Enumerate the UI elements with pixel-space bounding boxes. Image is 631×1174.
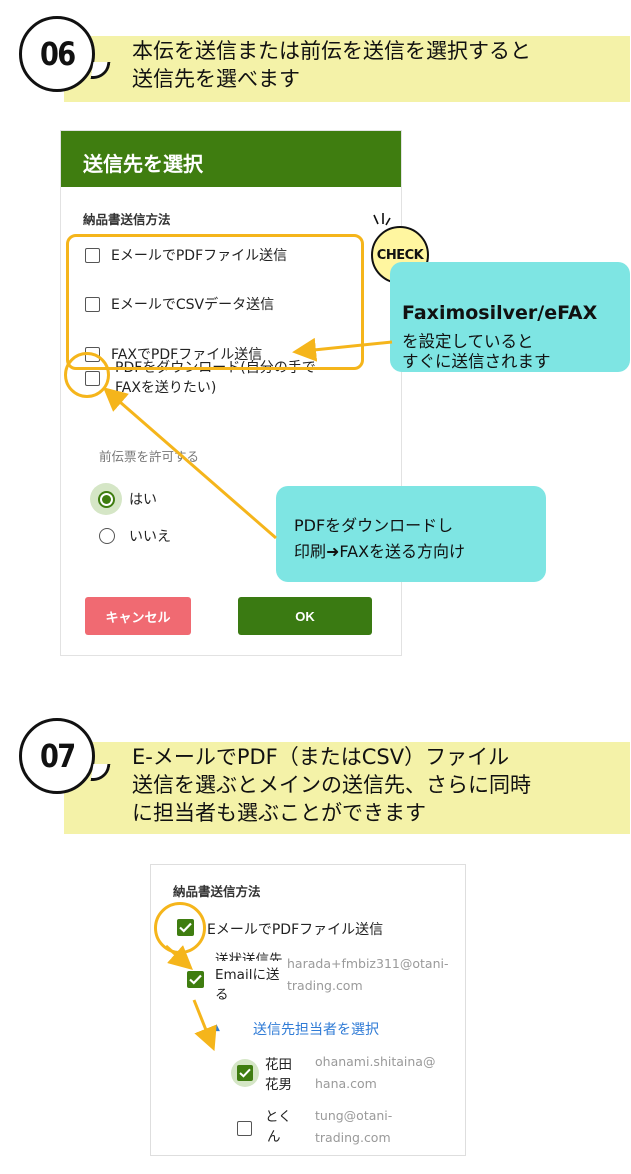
contact-1-name-line1: 花田 [265, 1057, 292, 1073]
dialog-title: 送信先を選択 [83, 152, 203, 176]
send-label-line1: 送状送信先 [215, 952, 283, 961]
step-06-banner [64, 36, 630, 102]
pdf-download-label-line2: FAXを送りたい) [115, 380, 217, 396]
contact-2-checkbox[interactable] [237, 1121, 252, 1136]
check-icon [239, 1068, 251, 1078]
send-email-line2: trading.com [287, 978, 363, 993]
prev-slip-label: 前伝票を許可する [99, 449, 200, 464]
email-pdf-label: EメールでPDFファイル送信 [111, 248, 288, 264]
cancel-button[interactable]: キャンセル [85, 597, 191, 635]
step-06-number: 06 [39, 35, 76, 73]
send-email-line1: harada+fmbiz311@otani- [287, 956, 449, 971]
contact-2-name-line1: とく [265, 1109, 292, 1125]
pdf-callout-line2: 印刷➜FAXを送る方向け [294, 542, 466, 561]
pdf-callout: PDFをダウンロードし 印刷➜FAXを送る方向け [276, 486, 546, 582]
options-highlight-frame [66, 234, 364, 370]
select-destination-dialog: 送信先を選択 納品書送信方法 EメールでPDFファイル送信 EメールでCSVデー… [60, 130, 402, 656]
radio-yes-label: はい [129, 492, 157, 508]
step-07-number-circle: 07 [19, 718, 95, 794]
step-06-number-circle: 06 [19, 16, 95, 92]
radio-no-label: いいえ [129, 529, 171, 545]
fax-callout-line1: を設定していると [402, 332, 534, 351]
select-contact-link[interactable]: 送信先担当者を選択 [253, 1022, 379, 1038]
dialog2-section-label: 納品書送信方法 [173, 884, 261, 899]
step-07-line2: 送信を選ぶとメインの送信先、さらに同時 [132, 773, 531, 797]
step-06-line2: 送信先を選べます [132, 67, 300, 91]
contact-1-email-line1: ohanami.shitaina@ [315, 1054, 436, 1069]
email-destination-panel: 納品書送信方法 EメールでPDFファイル送信 送状送信先 Emailに送 る h… [150, 864, 466, 1156]
contact-2-email-line2: trading.com [315, 1130, 391, 1145]
step-07-number: 07 [39, 737, 76, 775]
email-csv-checkbox[interactable] [85, 297, 100, 312]
fax-callout-title: Faximosilver/eFAX [402, 302, 598, 324]
contact-2-name-line2: ん [267, 1129, 281, 1145]
contact-1-checkbox-box [237, 1065, 253, 1081]
step-07-banner [64, 742, 630, 834]
check-sparkle [370, 212, 392, 228]
pdf-callout-line1: PDFをダウンロードし [294, 516, 454, 535]
email-pdf-checked-label: EメールでPDFファイル送信 [207, 922, 384, 938]
ok-button[interactable]: OK [238, 597, 372, 635]
collapse-caret-icon[interactable]: ▲ [213, 1023, 220, 1033]
radio-yes-dot [101, 494, 111, 504]
fax-callout-line2: すぐに送信されます [402, 352, 551, 371]
dialog-title-bar: 送信先を選択 [61, 131, 401, 187]
radio-yes-indicator [97, 490, 115, 508]
check-icon [189, 974, 202, 985]
send-label-line3: る [215, 987, 229, 1003]
contact-1-name-line2: 花男 [265, 1077, 292, 1093]
step-07-line1: E-メールでPDF（またはCSV）ファイル [132, 745, 510, 769]
contact-1-email-line2: hana.com [315, 1076, 377, 1091]
check-badge-text: CHECK [376, 247, 424, 263]
contact-1-checkbox[interactable] [231, 1059, 259, 1087]
email-csv-label: EメールでCSVデータ送信 [111, 297, 275, 313]
radio-yes[interactable] [90, 483, 122, 515]
send-shipping-email-checkbox[interactable] [187, 971, 204, 988]
download-checkbox-highlight-ring [64, 352, 110, 398]
step-07-line3: に担当者も選ぶことができます [132, 801, 426, 825]
fax-callout: Faximosilver/eFAX を設定していると すぐに送信されます [390, 262, 630, 372]
email-pdf-checkbox[interactable] [85, 248, 100, 263]
step-06-line1: 本伝を送信または前伝を送信を選択すると [132, 39, 531, 63]
delivery-method-label: 納品書送信方法 [83, 212, 171, 227]
fax-pdf-label: FAXでPDFファイル送信 [111, 347, 263, 363]
radio-no[interactable] [99, 528, 115, 544]
email-pdf-highlight-ring [154, 902, 206, 954]
contact-2-email-line1: tung@otani- [315, 1108, 393, 1123]
send-label-line2: Emailに送 [215, 967, 280, 983]
